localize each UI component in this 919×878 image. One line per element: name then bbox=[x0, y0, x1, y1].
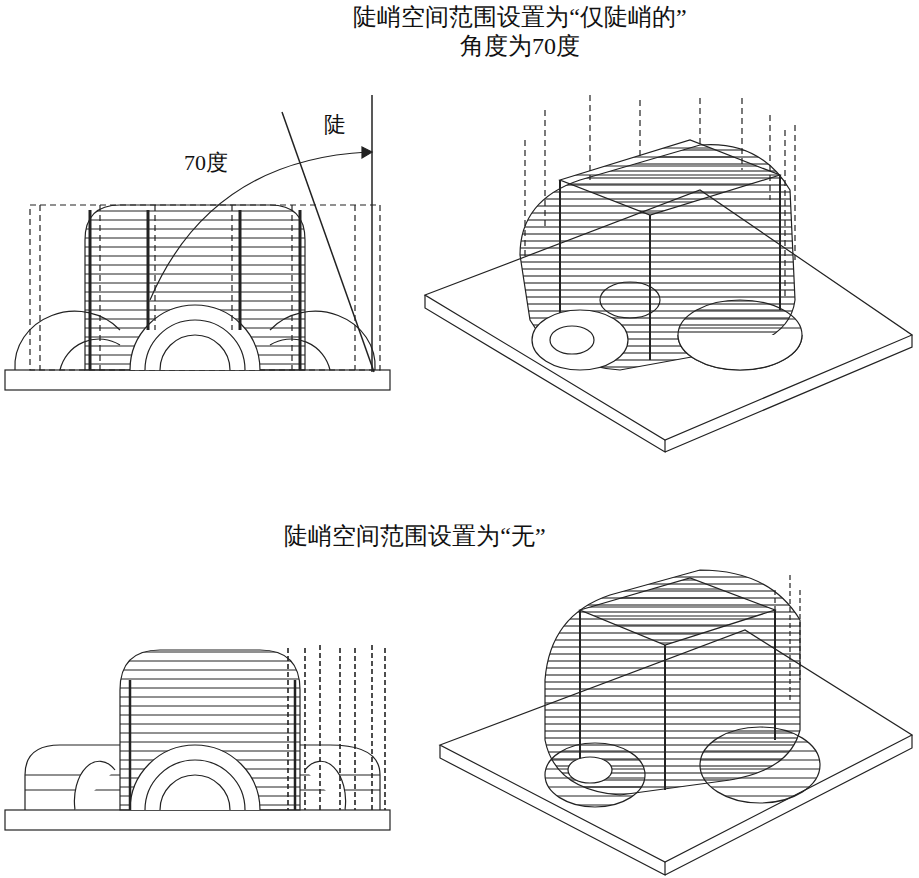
angle-label: 陡 bbox=[322, 112, 348, 137]
subheading: 角度为70度 bbox=[458, 33, 582, 61]
angle-value: 70度 bbox=[182, 150, 230, 175]
heading: 陡峭空间范围设置为“仅陡峭的” bbox=[351, 4, 688, 32]
heading: 陡峭空间范围设置为“无” bbox=[282, 523, 547, 551]
